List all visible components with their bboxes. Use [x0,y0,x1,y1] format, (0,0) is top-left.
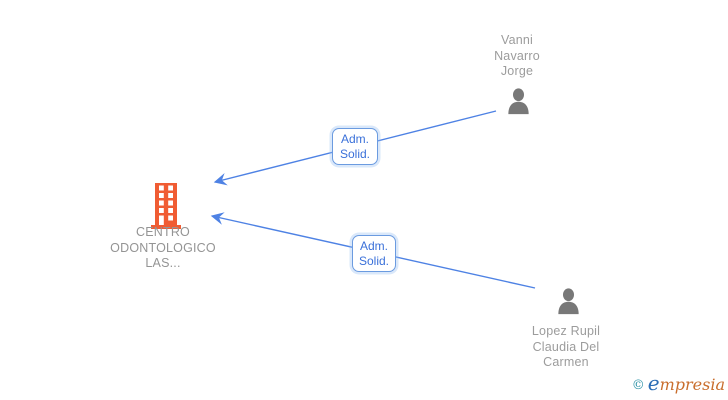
empresia-logo[interactable]: ©empresia [632,371,725,395]
brand-name: mpresia [659,375,725,394]
building-icon[interactable] [150,183,182,229]
person-icon[interactable] [504,88,533,117]
person-name-label-1[interactable]: Vanni Navarro Jorge [494,33,540,78]
edge-label-adm-solid-2: Adm. Solid. [352,235,396,272]
person-icon[interactable] [554,288,583,317]
edge-label-adm-solid-1: Adm. Solid. [332,128,378,165]
company-name-label[interactable]: CENTRO ODONTOLOGICO LAS... [110,225,216,270]
copyright-icon: © [631,378,645,393]
person-name-label-2[interactable]: Lopez Rupil Claudia Del Carmen [531,324,601,369]
brand-initial: e [647,371,660,395]
